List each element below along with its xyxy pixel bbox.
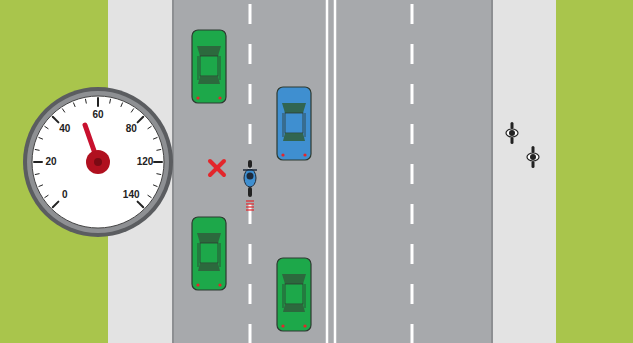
dial-tick (74, 103, 76, 107)
dial-tick (153, 185, 157, 187)
green-car (192, 217, 226, 290)
dial-tick (35, 173, 39, 175)
lane-line (411, 4, 414, 343)
dial-tick (153, 138, 157, 140)
dial-tick (85, 99, 87, 103)
dial-tick (39, 185, 43, 187)
dial-tick (97, 98, 99, 106)
dial-number: 120 (137, 157, 154, 167)
wrong-position-cross (210, 161, 224, 175)
dial-tick (154, 161, 162, 163)
kerb-line (491, 0, 493, 343)
dial-tick (39, 138, 43, 140)
dial-tick (109, 99, 111, 103)
blue-car (277, 87, 311, 160)
dial-tick (45, 126, 48, 128)
dial-tick (131, 109, 133, 112)
dial-number: 20 (45, 157, 56, 167)
dial-number: 140 (123, 190, 140, 200)
dial-tick (62, 109, 64, 112)
speedometer (23, 87, 173, 237)
dial-tick (157, 149, 161, 151)
dial-tick (53, 202, 59, 208)
needle-hub (86, 150, 110, 174)
dial-number: 0 (62, 190, 68, 200)
double-centre-line (334, 0, 337, 343)
dial-tick (35, 149, 39, 151)
footpath (493, 0, 556, 343)
dial-tick (53, 117, 59, 123)
grass-verge (556, 0, 633, 343)
dial-tick (157, 173, 161, 175)
dial-tick (148, 126, 151, 128)
cyclist (506, 122, 518, 144)
dial-tick (121, 103, 123, 107)
dial-number: 80 (126, 124, 137, 134)
dial-number: 60 (92, 110, 103, 120)
dial-tick (138, 202, 144, 208)
green-car (277, 258, 311, 331)
road-surface (172, 0, 493, 343)
dial-number: 40 (59, 124, 70, 134)
green-car (192, 30, 226, 103)
dial-tick (34, 161, 42, 163)
double-centre-line (326, 0, 329, 343)
dial-tick (148, 195, 151, 197)
dial-tick (138, 117, 144, 123)
dial-tick (45, 195, 48, 197)
cyclist (527, 146, 539, 168)
motorcycle (243, 160, 257, 210)
